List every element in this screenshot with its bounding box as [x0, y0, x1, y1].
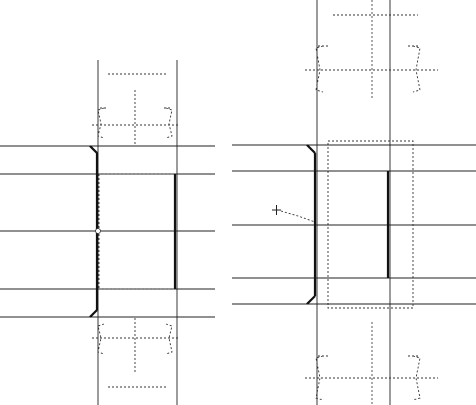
right-chamfer-top: [306, 144, 316, 154]
right-chamfer-bottom: [306, 295, 316, 305]
left-view: [0, 60, 215, 405]
right-view: [232, 0, 476, 405]
right-top-bracket-right: [412, 45, 421, 93]
left-bottom-bracket-left: [97, 323, 105, 355]
left-step-rect: [98, 173, 176, 290]
cursor-leader-line: [280, 210, 316, 223]
right-bottom-bracket-left: [315, 355, 324, 401]
left-shaft-body: [0, 145, 98, 318]
left-chamfer-top: [89, 145, 98, 154]
node-circle-icon: [95, 228, 101, 234]
left-top-bracket-right: [165, 107, 173, 139]
right-outer-dashed-rect: [327, 140, 414, 309]
left-top-bracket-left: [97, 107, 105, 139]
right-bottom-bracket-right: [412, 355, 421, 401]
left-chamfer-bottom: [89, 309, 98, 318]
right-shaft-body: [232, 144, 316, 305]
right-top-bracket-left: [315, 45, 324, 93]
left-bottom-bracket-right: [165, 323, 173, 355]
cursor-cross-icon: [272, 205, 281, 215]
